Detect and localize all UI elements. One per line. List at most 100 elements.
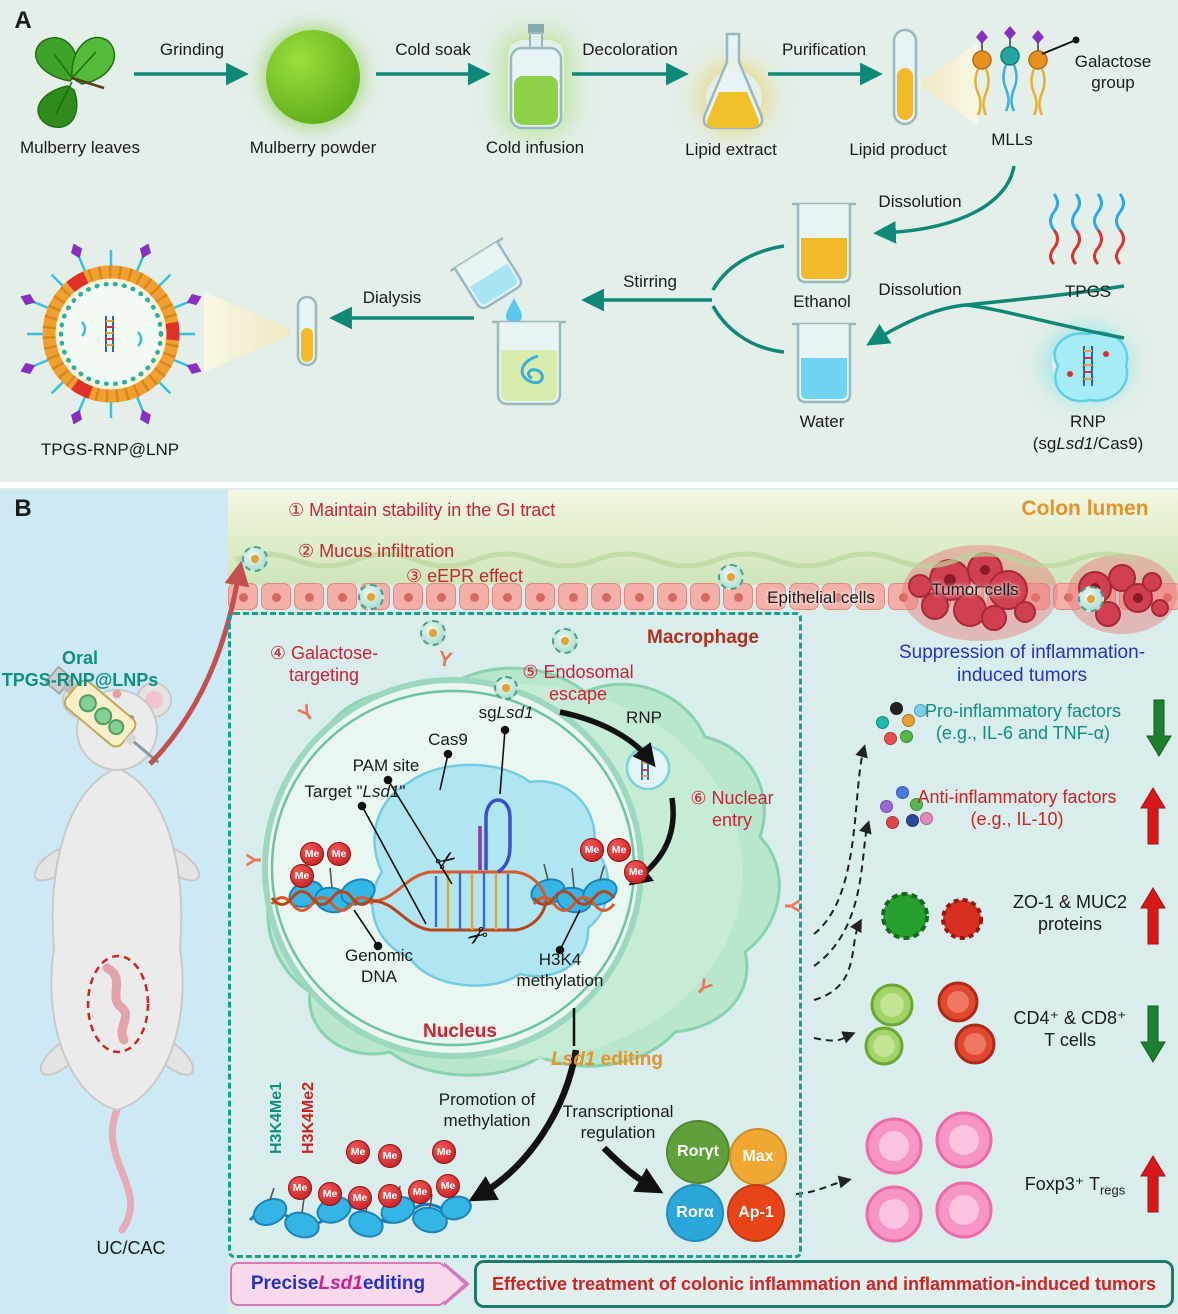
epithelial-cell	[690, 583, 720, 610]
factor-dot	[890, 702, 903, 715]
arrow-label-decoloration: Decoloration	[582, 40, 678, 59]
mlls-illustration	[972, 26, 1048, 116]
arrow-dissolution-mlls	[873, 165, 1016, 244]
factor-dot	[886, 816, 899, 829]
promotion-label: Promotion of methylation	[438, 1090, 536, 1130]
stir-beaker	[492, 320, 566, 406]
me-badge: Me	[432, 1140, 456, 1164]
factor-dot	[902, 714, 915, 727]
lipid-extract-flask	[702, 32, 764, 130]
me-badge: Me	[288, 1176, 312, 1200]
tumor-cells-label: Tumor cells	[931, 580, 1019, 599]
arrow-label-stirring: Stirring	[623, 272, 677, 291]
lnp-particle	[494, 676, 518, 700]
factor-dot	[896, 786, 909, 799]
lnp-particle	[552, 628, 578, 654]
label-lipid-extract: Lipid extract	[685, 140, 777, 159]
tf-max: Max	[729, 1128, 787, 1186]
galactose-pointer-icon	[1041, 36, 1080, 55]
liposome-illustration	[20, 243, 202, 425]
factor-dot	[880, 800, 893, 813]
suppression-label: Suppression of inflammation- induced tum…	[898, 642, 1146, 687]
arrow-label-dialysis: Dialysis	[362, 288, 422, 307]
tpgs-illustration	[1049, 193, 1125, 266]
pour-beaker-wrap	[444, 219, 560, 329]
tf-rora: Rorα	[666, 1184, 724, 1242]
cold-infusion-bottle	[509, 24, 563, 130]
up-arrow-zo1	[1140, 887, 1166, 945]
epithelial-cell	[756, 583, 786, 610]
up-arrow-anti	[1140, 787, 1166, 845]
colon-lumen-label: Colon lumen	[1021, 497, 1149, 520]
foxp3-label: Foxp3⁺ Tregs	[1024, 1174, 1126, 1198]
label-tpgs: TPGS	[1064, 282, 1112, 301]
endosomal-escape-arrow	[559, 709, 656, 768]
down-arrow-pro	[1146, 699, 1172, 757]
epithelial-cell	[459, 583, 489, 610]
h3k4me1-label: H3K4Me1	[268, 1081, 285, 1155]
pour-droplet	[506, 298, 522, 324]
panel-b-label: B	[14, 495, 32, 522]
tregs-illustration	[865, 1111, 993, 1243]
epithelial-cell	[591, 583, 621, 610]
nucleus-illustration	[262, 677, 644, 1059]
epithelial-cell	[327, 583, 357, 610]
label-product: TPGS-RNP@LNP	[40, 440, 180, 459]
epithelial-cell	[492, 583, 522, 610]
lnp-particle	[1078, 586, 1104, 612]
factor-dot	[914, 704, 927, 717]
regulation-arrow	[601, 1145, 664, 1194]
syringe-icon	[44, 665, 160, 764]
sgrna-hairpin	[484, 798, 512, 874]
step-1: ① Maintain stability in the GI tract	[288, 500, 556, 520]
banner-arrow-icon-inner	[444, 1266, 464, 1302]
banner-right: Effective treatment of colonic inflammat…	[474, 1260, 1174, 1308]
transcriptional-label: Transcriptional regulation	[562, 1102, 674, 1142]
panel-a-arrows	[134, 62, 1125, 354]
oral-delivery-arrow	[148, 560, 250, 766]
label-cold-infusion: Cold infusion	[485, 138, 585, 157]
oral-label: Oral TPGS-RNP@LNPs	[1, 648, 159, 690]
water-beaker	[792, 322, 856, 404]
colon-lumen-strip	[228, 490, 1178, 585]
me-badge: Me	[318, 1182, 342, 1206]
panel-a-background	[0, 0, 1178, 482]
factor-dot	[906, 814, 919, 827]
me-badge: Me	[408, 1180, 432, 1204]
pour-beaker	[449, 236, 523, 310]
panel-b-arrows	[148, 551, 1137, 1202]
factor-dot	[910, 798, 923, 811]
cas9-label: Cas9	[428, 730, 468, 749]
anti-inflammatory-label: Anti-inflammatory factors (e.g., IL-10)	[917, 787, 1117, 829]
arrow-label-cold-soak: Cold soak	[395, 40, 471, 59]
label-water: Water	[799, 412, 845, 431]
label-lipid-product: Lipid product	[849, 140, 947, 159]
tumor-cells-illustration	[902, 545, 1177, 641]
zo1-muc2-illustration	[881, 892, 983, 940]
uc-cac-label: UC/CAC	[96, 1238, 166, 1258]
arrow-dissolution-tpgs	[866, 303, 967, 346]
epithelial-cell	[261, 583, 291, 610]
arrow-label-dissolution-1: Dissolution	[878, 192, 962, 211]
label-mlls: MLLs	[991, 130, 1033, 149]
epithelial-cell	[393, 583, 423, 610]
epithelial-cells-label: Epithelial cells	[767, 588, 875, 607]
me-badge: Me	[607, 838, 631, 862]
arrow-label-grinding: Grinding	[159, 40, 225, 59]
label-mulberry-powder: Mulberry powder	[249, 138, 377, 157]
mulberry-leaves-illustration	[35, 36, 116, 128]
lipid-product-tube	[892, 28, 918, 126]
epithelial-cell	[624, 583, 654, 610]
factor-dot	[900, 730, 913, 743]
banner-left: Precise Lsd1 editing	[230, 1262, 446, 1306]
panel-a-label: A	[14, 7, 32, 34]
lnp-particle	[420, 620, 446, 646]
step-2: ② Mucus infiltration	[298, 541, 455, 561]
epithelial-cell	[294, 583, 324, 610]
me-badge: Me	[290, 864, 314, 888]
factor-dot	[920, 812, 933, 825]
methylation-arrow	[468, 1049, 580, 1202]
up-arrow-tregs	[1140, 1155, 1166, 1213]
step-4: ④ Galactose- targeting	[269, 643, 379, 685]
